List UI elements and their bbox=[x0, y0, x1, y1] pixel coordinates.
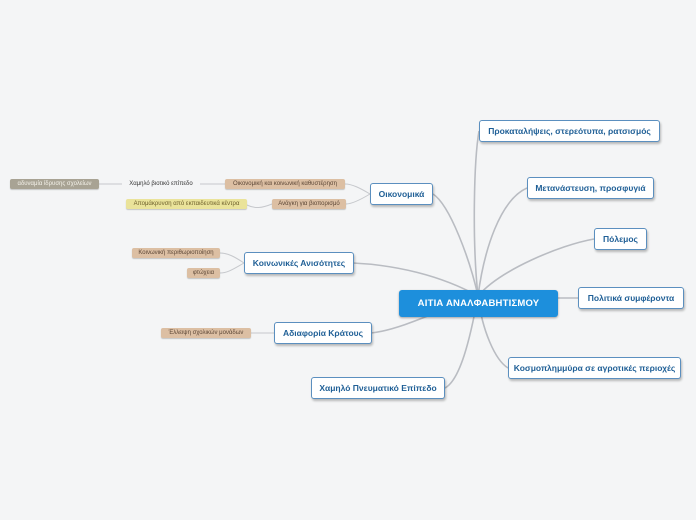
subtopic-poverty[interactable]: φτώχεια bbox=[187, 268, 220, 278]
subtopic-low-living-standard-label: Χαμηλό βιοτικό επίπεδο bbox=[129, 181, 193, 187]
topic-economic-label: Οικονομικά bbox=[378, 189, 425, 199]
topic-war-label: Πόλεμος bbox=[603, 234, 638, 244]
subtopic-lack-schools[interactable]: Έλλειψη σχολικών μονάδων bbox=[161, 328, 251, 338]
topic-migration[interactable]: Μετανάστευση, προσφυγιά bbox=[527, 177, 654, 199]
subtopic-social-marginalization[interactable]: Κοινωνική περιθωριοποίηση bbox=[132, 248, 220, 258]
link-econ-livelihood bbox=[345, 193, 371, 205]
subtopic-distance-centers[interactable]: Απομάκρυνση από εκπαιδευτικά κέντρα bbox=[126, 199, 247, 209]
subtopic-inability-schools-label: αδυναμία ίδρυσης σχολείων bbox=[17, 181, 92, 187]
topic-economic[interactable]: Οικονομικά bbox=[370, 183, 433, 205]
central-topic[interactable]: ΑΙΤΙΑ ΑΝΑΛΦΑΒΗΤΙΣΜΟΥ bbox=[399, 290, 558, 317]
link-war bbox=[477, 238, 595, 297]
link-social-margin bbox=[219, 252, 245, 264]
subtopic-need-livelihood-label: Ανάγκη για βιοπορισμό bbox=[278, 201, 340, 207]
topic-state-indifference-label: Αδιαφορία Κράτους bbox=[282, 328, 364, 338]
subtopic-need-livelihood[interactable]: Ανάγκη για βιοπορισμό bbox=[272, 199, 346, 209]
link-economic bbox=[432, 193, 479, 297]
central-topic-label: ΑΙΤΙΑ ΑΝΑΛΦΑΒΗΤΙΣΜΟΥ bbox=[417, 298, 540, 309]
topic-state-indifference[interactable]: Αδιαφορία Κράτους bbox=[274, 322, 372, 344]
link-provocations bbox=[473, 130, 480, 297]
subtopic-economic-backwardness-label: Οικονομική και κοινωνική καθυστέρηση bbox=[233, 181, 337, 187]
topic-social-inequality-label: Κοινωνικές Ανισότητες bbox=[252, 258, 346, 268]
topic-rural-flooding-label: Κοσμοπλημμύρα σε αγροτικές περιοχές bbox=[513, 363, 676, 373]
topic-social-inequality[interactable]: Κοινωνικές Ανισότητες bbox=[244, 252, 354, 274]
subtopic-economic-backwardness[interactable]: Οικονομική και κοινωνική καθυστέρηση bbox=[225, 179, 345, 189]
subtopic-poverty-label: φτώχεια bbox=[192, 270, 215, 276]
link-econ-backwardness bbox=[344, 183, 371, 195]
subtopic-low-living-standard[interactable]: Χαμηλό βιοτικό επίπεδο bbox=[122, 179, 200, 189]
topic-migration-label: Μετανάστευση, προσφυγιά bbox=[535, 183, 646, 193]
subtopic-lack-schools-label: Έλλειψη σχολικών μονάδων bbox=[168, 330, 244, 336]
subtopic-social-marginalization-label: Κοινωνική περιθωριοποίηση bbox=[138, 250, 214, 256]
topic-war[interactable]: Πόλεμος bbox=[594, 228, 647, 250]
subtopic-inability-schools[interactable]: αδυναμία ίδρυσης σχολείων bbox=[10, 179, 99, 189]
subtopic-distance-centers-label: Απομάκρυνση από εκπαιδευτικά κέντρα bbox=[133, 201, 240, 207]
topic-low-spiritual[interactable]: Χαμηλό Πνευματικό Επίπεδο bbox=[311, 377, 445, 399]
link-poverty bbox=[219, 262, 245, 274]
topic-provocations-label: Προκαταλήψεις, στερεότυπα, ρατσισμός bbox=[488, 126, 651, 136]
link-social bbox=[352, 262, 479, 297]
link-migration bbox=[477, 187, 528, 297]
topic-rural-flooding[interactable]: Κοσμοπλημμύρα σε αγροτικές περιοχές bbox=[508, 357, 681, 379]
topic-political-interests[interactable]: Πολιτικά συμφέροντα bbox=[578, 287, 684, 309]
topic-low-spiritual-label: Χαμηλό Πνευματικό Επίπεδο bbox=[319, 383, 437, 393]
topic-political-interests-label: Πολιτικά συμφέροντα bbox=[587, 293, 675, 303]
link-distance bbox=[246, 203, 273, 208]
topic-provocations[interactable]: Προκαταλήψεις, στερεότυπα, ρατσισμός bbox=[479, 120, 660, 142]
